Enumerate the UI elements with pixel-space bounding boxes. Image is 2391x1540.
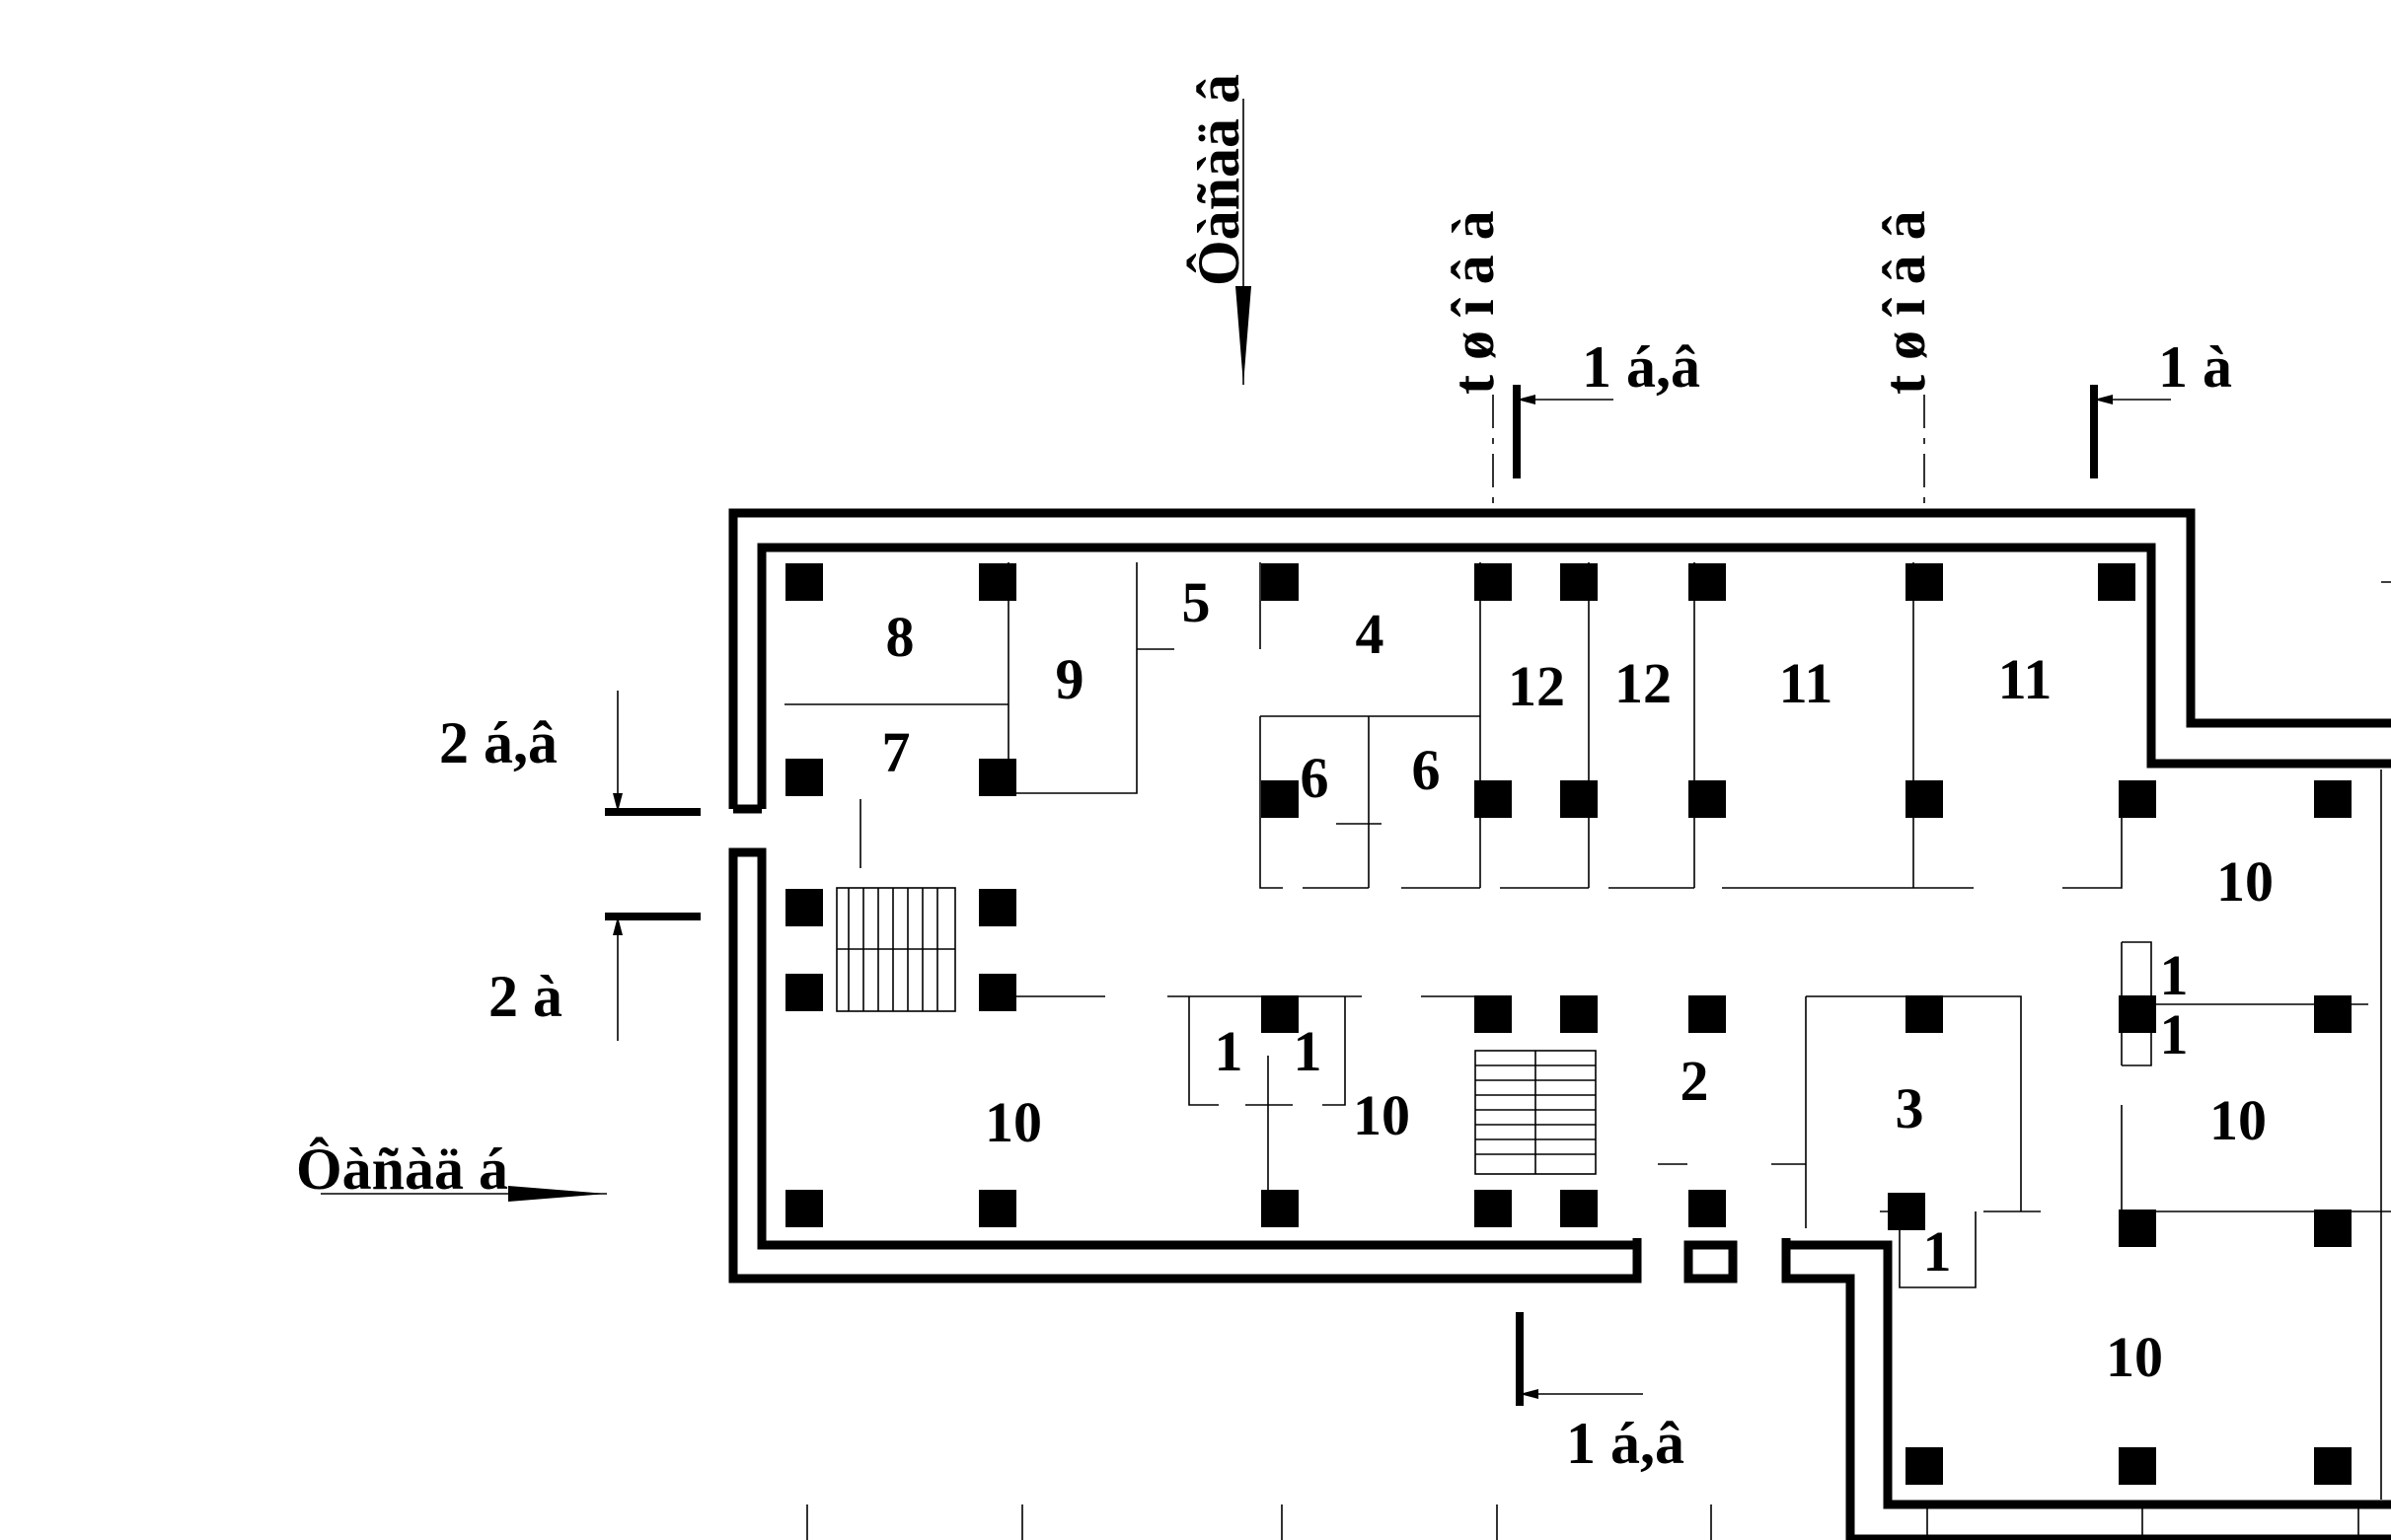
structural-column (1261, 780, 1299, 818)
room-label: 10 (2209, 1088, 2267, 1152)
axis-label-left: t ø î â à (1441, 210, 1506, 395)
structural-column (2119, 780, 2156, 818)
room-label: 7 (882, 720, 911, 784)
structural-column (1688, 780, 1726, 818)
structural-column (1905, 563, 1943, 601)
walls (728, 508, 2391, 1540)
structural-column (785, 1190, 823, 1227)
room-label: 4 (1356, 602, 1384, 666)
arrow-head-icon (1517, 395, 1535, 404)
arrow-down-icon (1235, 286, 1251, 385)
stair-center (1474, 1050, 1597, 1175)
structural-column (1688, 563, 1726, 601)
structural-column (1474, 780, 1512, 818)
room-label: 2 (1681, 1049, 1709, 1113)
stair-left-treads (837, 888, 955, 1011)
room-label: 10 (2106, 1325, 2163, 1389)
room-label: 8 (886, 605, 915, 669)
axis-label-right: t ø î â â (1872, 210, 1937, 395)
room-label: 1 (1215, 1019, 1243, 1083)
room-label: 12 (1614, 651, 1672, 715)
stair-center-treads (1475, 1051, 1596, 1174)
room-label: 1 (2160, 943, 2189, 1007)
room-label: 1 (1294, 1019, 1322, 1083)
room-label: 1 (2160, 1002, 2189, 1066)
section-markers (605, 385, 2171, 1406)
structural-column (1688, 995, 1726, 1033)
structural-column (785, 563, 823, 601)
structural-column (2119, 1210, 2156, 1247)
arrow-right-icon (508, 1186, 607, 1202)
structural-column (1560, 995, 1598, 1033)
structural-column (2314, 995, 2352, 1033)
labels: Ôàñàä â Ôàñàä á t ø î â à t ø î â â 1 á,… (296, 74, 2274, 1476)
structural-column (2119, 995, 2156, 1033)
facade-south-label: Ôàñàä á (296, 1137, 508, 1202)
room-label: 10 (2216, 849, 2274, 914)
room-label: 5 (1182, 570, 1211, 634)
room-label: 11 (1998, 647, 2053, 711)
structural-column (1905, 995, 1943, 1033)
structural-column (979, 759, 1016, 796)
section-label-top-left: 1 á,â (1582, 334, 1700, 400)
room-label: 12 (1508, 654, 1565, 718)
structural-column (979, 563, 1016, 601)
structural-column (979, 974, 1016, 1011)
room-label: 9 (1056, 647, 1084, 711)
section-label-left-lower: 2 à (488, 964, 562, 1029)
room-label: 3 (1896, 1076, 1924, 1140)
facade-north-label: Ôàñàä â (1186, 74, 1251, 286)
structural-column (1888, 1193, 1925, 1230)
structural-column (785, 889, 823, 926)
structural-column (1474, 1190, 1512, 1227)
structural-column (1560, 780, 1598, 818)
structural-column (2314, 1210, 2352, 1247)
structural-column (1905, 1447, 1943, 1485)
structural-column (1688, 1190, 1726, 1227)
structural-column (1261, 1190, 1299, 1227)
room-label: 10 (985, 1090, 1042, 1154)
structural-column (979, 1190, 1016, 1227)
structural-column (2119, 1447, 2156, 1485)
room-label: 1 (1923, 1219, 1952, 1283)
arrow-head-icon (2094, 395, 2113, 404)
inner-wall-outline (757, 543, 2391, 1509)
structural-column (1905, 780, 1943, 818)
structural-column (1474, 995, 1512, 1033)
arrow-head-icon (613, 917, 623, 935)
axes (806, 395, 2359, 1540)
structural-column (1560, 563, 1598, 601)
partitions (785, 562, 2391, 1500)
section-label-bottom: 1 á,â (1566, 1411, 1684, 1476)
structural-column (1560, 1190, 1598, 1227)
structural-column (1474, 563, 1512, 601)
columns (785, 563, 2352, 1485)
structural-column (2314, 1447, 2352, 1485)
room-label: 10 (1353, 1083, 1410, 1147)
structural-column (2314, 780, 2352, 818)
section-label-top-right: 1 à (2158, 334, 2232, 400)
entrance-column (1683, 1240, 1738, 1283)
stair-left (836, 887, 956, 1012)
outer-wall-outline (728, 508, 2391, 1540)
structural-column (1261, 563, 1299, 601)
structural-column (1261, 995, 1299, 1033)
room-label: 6 (1301, 746, 1329, 810)
bottom-ticks (806, 1504, 2359, 1540)
structural-column (785, 974, 823, 1011)
structural-column (979, 889, 1016, 926)
room-label: 11 (1779, 651, 1833, 715)
room-label: 6 (1412, 738, 1441, 802)
facade-arrows (321, 99, 1251, 1202)
structural-column (2098, 563, 2135, 601)
arrow-head-icon (1520, 1389, 1538, 1399)
section-label-left-upper: 2 á,â (439, 710, 558, 775)
structural-column (785, 759, 823, 796)
arrow-head-icon (613, 793, 623, 812)
partition-lines (785, 562, 2391, 1500)
